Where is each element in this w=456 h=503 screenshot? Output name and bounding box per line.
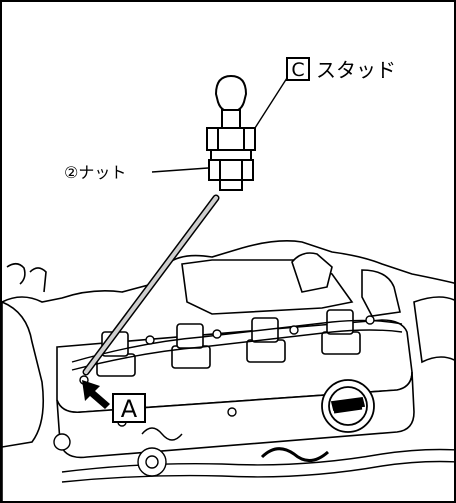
stud-badge-box — [286, 57, 310, 81]
location-label: A — [112, 393, 146, 423]
pulley-hub — [145, 455, 159, 469]
bolts — [53, 315, 375, 477]
bolt — [212, 329, 222, 339]
bolt — [145, 335, 155, 345]
oil-filler-cap — [321, 379, 375, 433]
location-badge-letter: A — [121, 395, 138, 423]
stud-illustration — [206, 74, 256, 191]
stud-label: C スタッド — [286, 57, 396, 82]
leader-lines — [151, 77, 288, 173]
nut-label-text: ②ナット — [64, 163, 126, 182]
nut-leader-line — [151, 167, 209, 173]
location-badge-box — [112, 393, 146, 423]
arrow-icon — [82, 380, 110, 409]
ignition-coils — [96, 309, 361, 377]
stud-label-text: スタッド — [316, 58, 396, 82]
engine-illustration — [2, 240, 454, 501]
ignition-coil-4 — [321, 309, 361, 355]
location-pointer — [82, 194, 220, 376]
pulley — [53, 433, 71, 451]
wiring-harness — [61, 319, 454, 483]
stud-leader-line — [254, 77, 288, 129]
bolt — [365, 315, 375, 325]
bolt — [227, 407, 237, 417]
bolt — [289, 325, 299, 335]
stud-badge-letter: C — [291, 59, 304, 81]
ignition-coil-2 — [171, 323, 211, 369]
